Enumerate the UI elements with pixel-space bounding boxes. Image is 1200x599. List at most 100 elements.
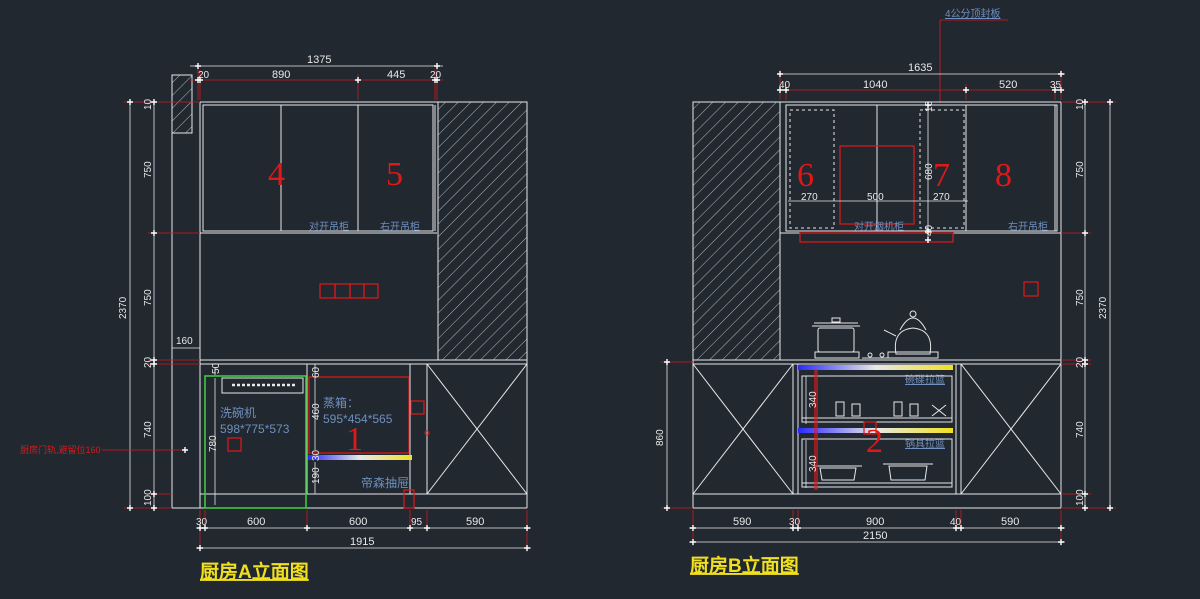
inner-dims-a: 50 780 60 460 30 190 xyxy=(208,362,322,505)
cabinet-number-8: 8 xyxy=(995,157,1012,194)
dim-2370-b: 2370 xyxy=(1098,296,1109,319)
dim-10-b-inner: 10 xyxy=(924,100,935,112)
dim-890: 890 xyxy=(272,69,290,81)
dim-1040: 1040 xyxy=(863,79,887,91)
top-note: 4公分顶封板 xyxy=(945,7,1001,20)
tall-column-hatch-b xyxy=(692,101,781,361)
dim-750-upper-a: 750 xyxy=(143,161,154,178)
dimension-tick xyxy=(151,230,157,236)
elevation-b: 4公分顶封板 6 7 8 270 500 270 xyxy=(655,7,1116,577)
dimension-tick xyxy=(151,361,157,367)
dim-520: 520 xyxy=(999,79,1017,91)
dimension-tick xyxy=(1082,505,1088,511)
pot-basket-label: 锅具拉篮 xyxy=(905,437,945,450)
cabinet-number-1: 1 xyxy=(346,421,363,458)
lower-cabinets-b xyxy=(692,363,1062,495)
dim-780: 780 xyxy=(208,435,219,452)
dim-95: 95 xyxy=(411,517,423,528)
dishwasher-panel xyxy=(221,377,304,394)
dimension-tick xyxy=(127,99,133,105)
dim-445: 445 xyxy=(387,69,405,81)
cabinet-6-dashed xyxy=(789,109,835,229)
dim-50: 50 xyxy=(211,362,222,374)
dim-900: 900 xyxy=(866,516,884,528)
dim-30-bottom-a: 30 xyxy=(196,517,208,528)
left-dims-a: 2370 10 750 750 20 740 100 160 xyxy=(118,98,200,510)
dimension-tick xyxy=(777,87,783,93)
dimension-tick xyxy=(925,228,931,234)
dishwasher-size: 598*775*573 xyxy=(220,422,290,436)
dim-1635: 1635 xyxy=(908,62,932,74)
oven-socket-dot xyxy=(424,430,430,436)
dim-740-b: 740 xyxy=(1075,421,1086,438)
dimension-tick xyxy=(355,77,361,83)
kettle-icon xyxy=(883,310,939,359)
dim-500: 500 xyxy=(867,192,884,203)
steam-oven-size: 595*454*565 xyxy=(323,412,393,426)
dimension-tick xyxy=(197,545,203,551)
dimension-tick xyxy=(783,87,789,93)
steam-oven-label: 蒸箱： xyxy=(323,395,359,410)
dim-340-b: 340 xyxy=(808,455,819,472)
hood-cabinet-box xyxy=(839,145,915,225)
dishwasher-socket xyxy=(227,437,242,452)
dim-20-counter-a: 20 xyxy=(143,356,154,368)
dim-270-b: 270 xyxy=(933,192,950,203)
wall-pillar-hatch xyxy=(171,74,193,134)
dimension-tick xyxy=(202,525,208,531)
socket-group xyxy=(319,283,379,299)
cabinet-number-5: 5 xyxy=(386,156,403,193)
oven-socket xyxy=(410,400,425,415)
cabinet-number-7: 7 xyxy=(933,157,950,194)
top-dims-b: 1635 40 1040 520 35 xyxy=(779,62,1065,100)
steam-oven-outline xyxy=(308,376,410,454)
dim-750-middle-a: 750 xyxy=(143,289,154,306)
dim-40-left-b: 40 xyxy=(779,80,791,91)
dimension-tick xyxy=(1107,505,1113,511)
pair-wall-cabinet-label: 对开吊柜 xyxy=(309,220,349,233)
upper-cabinets-a xyxy=(202,104,436,232)
elevation-b-title: 厨房B立面图 xyxy=(690,554,799,577)
lower-cabinets-a xyxy=(306,363,528,495)
dim-600-b: 600 xyxy=(349,516,367,528)
pot-basket xyxy=(801,438,953,488)
dimension-tick xyxy=(925,102,931,108)
rail-note: 厨房门轨,避留位160 xyxy=(20,444,101,455)
right-wall-cabinet-b-label: 右开吊柜 xyxy=(1008,220,1048,233)
dim-30: 30 xyxy=(311,449,322,461)
dim-20-right: 20 xyxy=(430,70,442,81)
dimension-tick xyxy=(197,77,203,83)
dim-20-left: 20 xyxy=(198,70,210,81)
dim-600-a: 600 xyxy=(247,516,265,528)
drawer-marker xyxy=(403,489,415,509)
dimension-tick xyxy=(795,525,801,531)
pair-hood-cabinet-label: 对开烟机柜 xyxy=(854,220,904,233)
dimension-tick xyxy=(1058,539,1064,545)
dimension-tick xyxy=(664,505,670,511)
dim-750-middle-b: 750 xyxy=(1075,289,1086,306)
upper-cabinets-b xyxy=(785,104,1058,232)
dish-basket xyxy=(801,375,953,423)
dim-190: 190 xyxy=(311,467,322,484)
elevation-b-outline xyxy=(692,101,1062,509)
dimension-tick xyxy=(304,525,310,531)
dim-60: 60 xyxy=(311,366,322,378)
dim-35: 35 xyxy=(1050,80,1062,91)
cabinet-number-2: 2 xyxy=(866,423,883,460)
bottom-dims-b: 590 30 900 40 590 2150 xyxy=(689,510,1065,546)
dim-590-a: 590 xyxy=(466,516,484,528)
elevation-a-title: 厨房A立面图 xyxy=(200,560,309,583)
basket-rail-top xyxy=(798,365,953,370)
dimension-tick xyxy=(1082,230,1088,236)
dim-100-b: 100 xyxy=(1075,489,1086,506)
cabinet-number-6: 6 xyxy=(797,157,814,194)
dim-590-b1: 590 xyxy=(733,516,751,528)
dimension-tick xyxy=(151,491,157,497)
dim-10-b: 10 xyxy=(1075,98,1086,110)
dimension-tick xyxy=(777,71,783,77)
drawer-label: 帝森抽屉 xyxy=(361,475,409,490)
dimension-tick xyxy=(1058,71,1064,77)
socket-b xyxy=(1023,281,1039,297)
hood-cabinet-bottom xyxy=(799,232,954,243)
dimension-tick xyxy=(407,525,413,531)
